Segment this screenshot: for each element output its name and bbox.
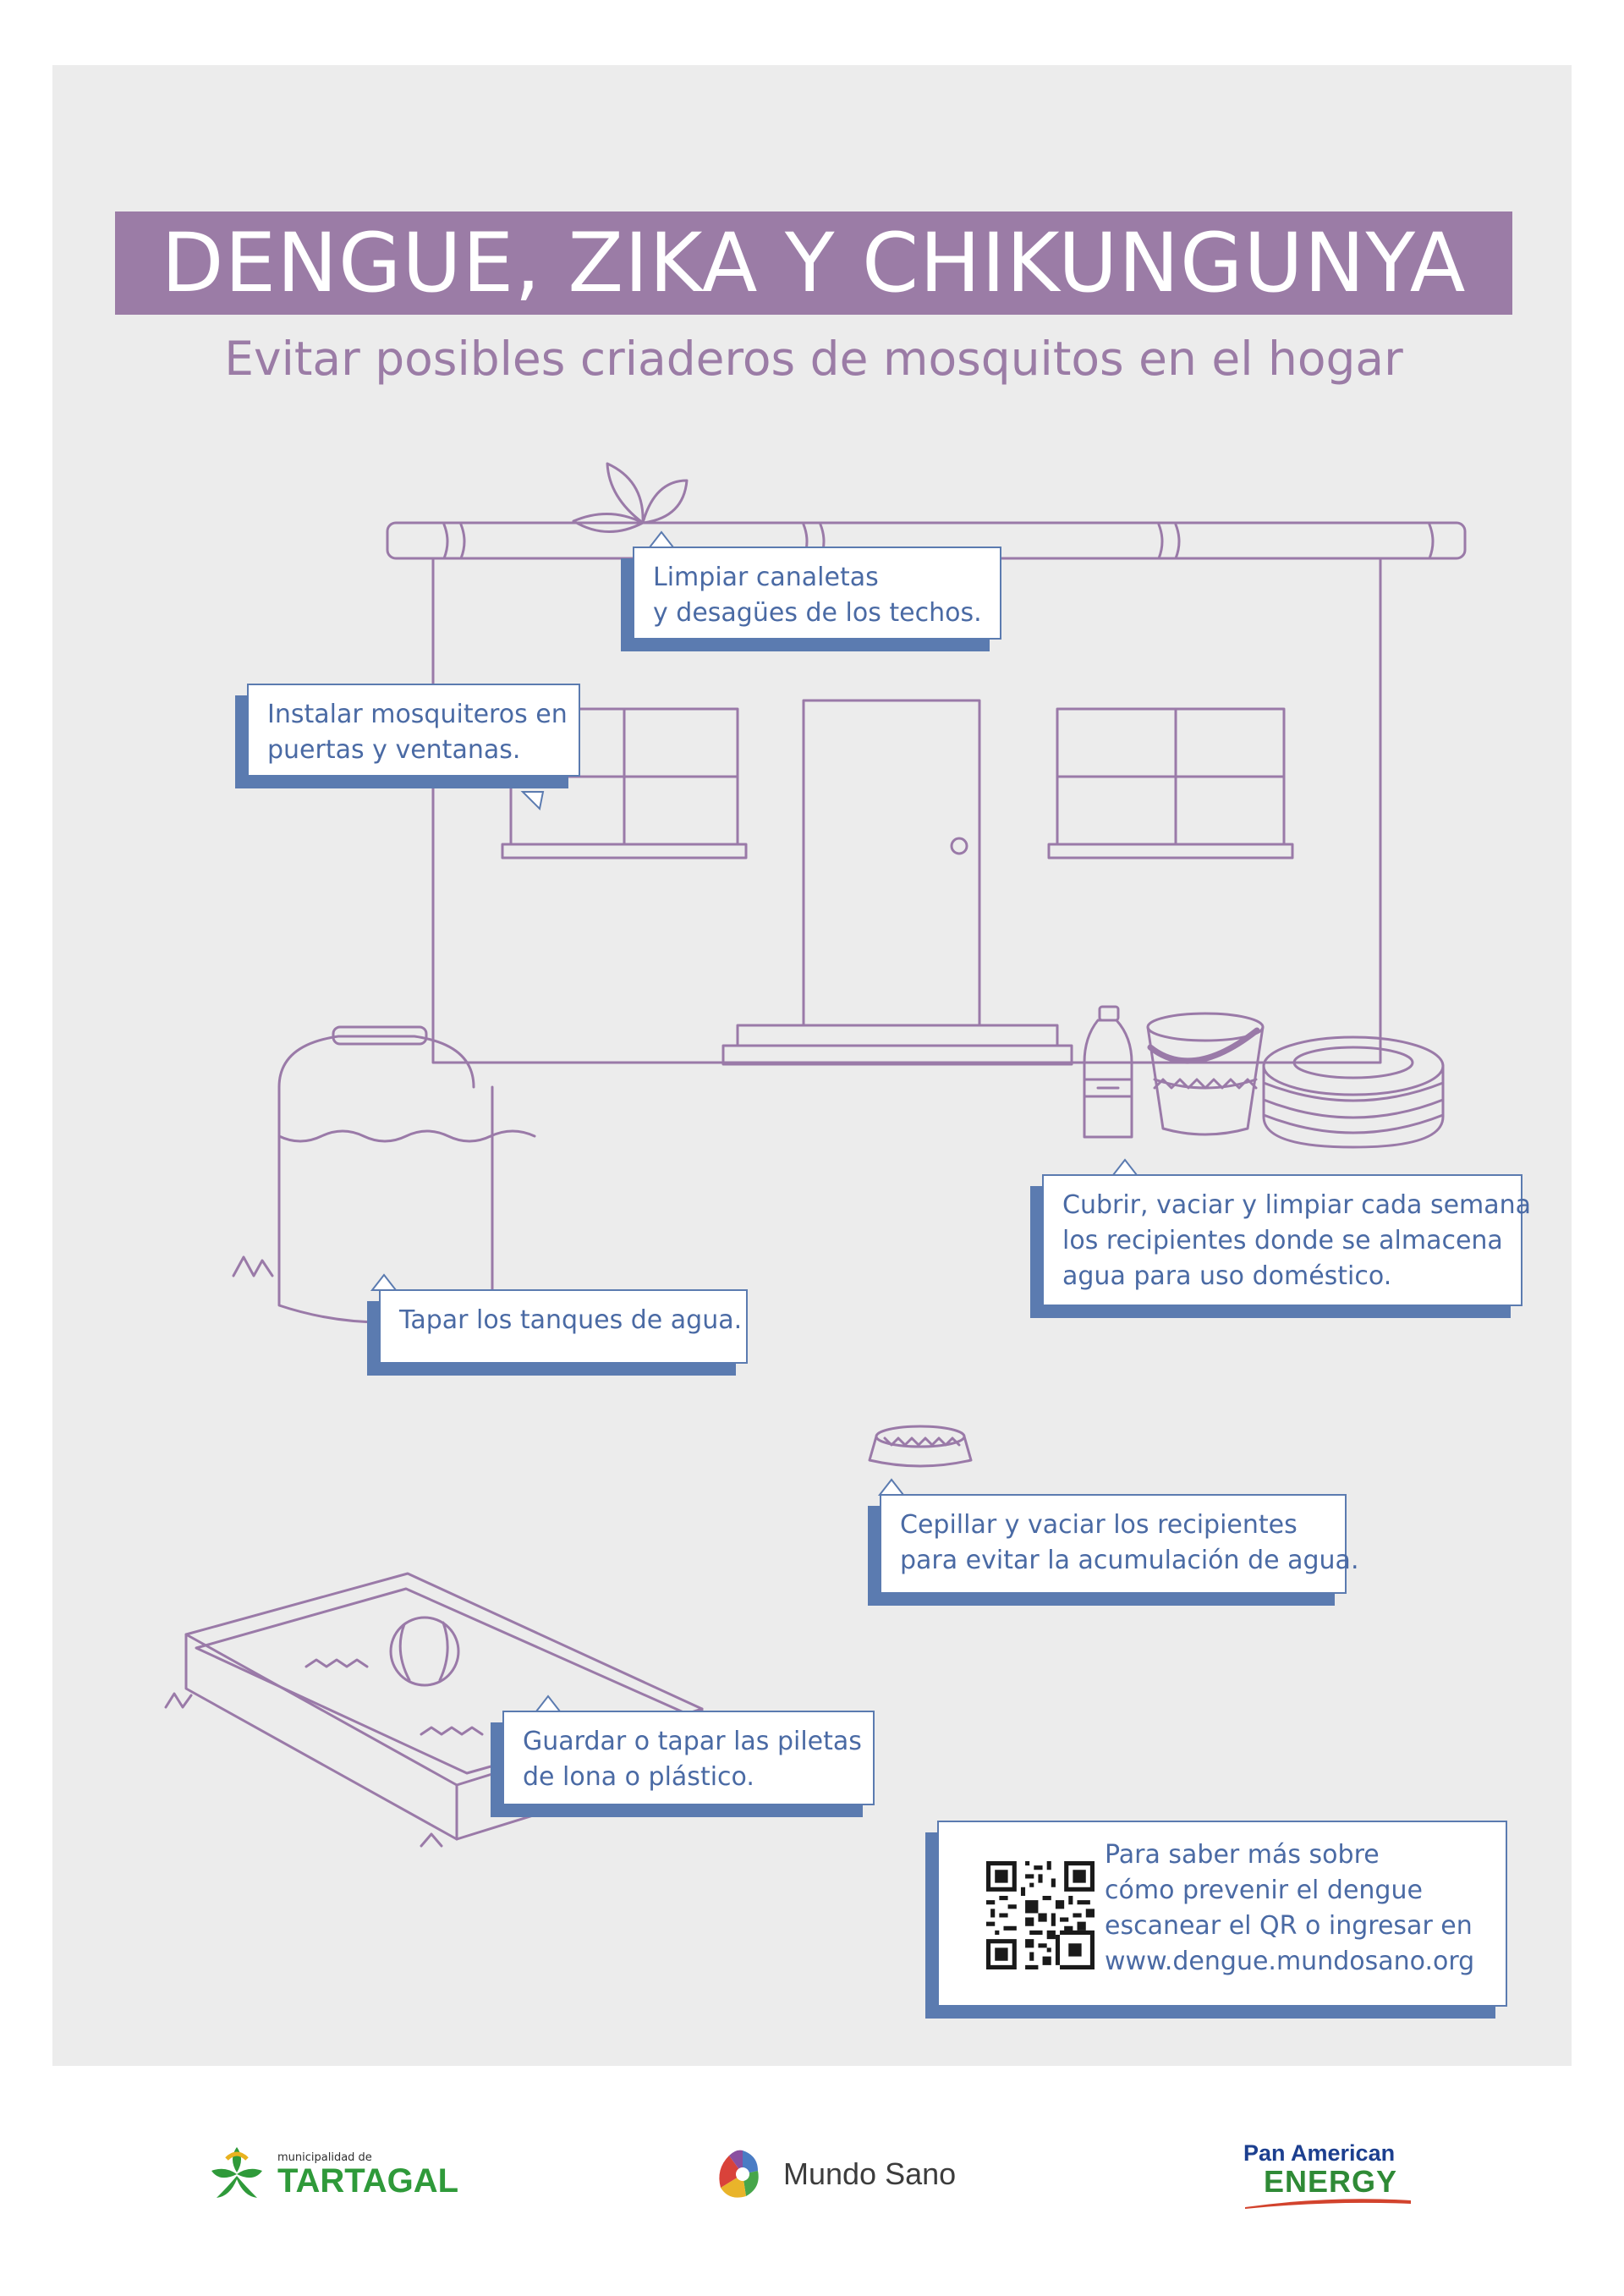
- pet-bowl-icon: [868, 1425, 973, 1468]
- info-line: escanear el QR o ingresar en: [1105, 1911, 1473, 1941]
- bucket-icon: [1146, 1012, 1265, 1136]
- qr-code-icon[interactable]: [986, 1861, 1095, 1969]
- tip-line: para evitar la acumulación de agua.: [900, 1546, 1359, 1575]
- mundo-sano-name: Mundo Sano: [783, 2156, 957, 2191]
- tip-containers: Cubrir, vaciar y limpiar cada semana los…: [1042, 1174, 1532, 1306]
- tip-line: Cepillar y vaciar los recipientes: [900, 1510, 1298, 1540]
- tip-line: Guardar o tapar las piletas: [523, 1727, 862, 1756]
- tip-line: Limpiar canaletas: [653, 563, 879, 592]
- tartagal-name: TARTAGAL: [277, 2161, 459, 2200]
- info-url-link[interactable]: www.dengue.mundosano.org: [1105, 1947, 1475, 1976]
- info-line: cómo prevenir el dengue: [1105, 1876, 1423, 1905]
- ball-icon: [389, 1616, 460, 1687]
- tip-pools: Guardar o tapar las piletas de lona o pl…: [502, 1711, 875, 1805]
- title-banner: DENGUE, ZIKA Y CHIKUNGUNYA: [115, 211, 1512, 315]
- mundo-sano-logo: Mundo Sano: [712, 2132, 956, 2216]
- house-icon: [386, 521, 1467, 1066]
- tip-line: agua para uso doméstico.: [1062, 1261, 1392, 1291]
- plant-icon: [572, 462, 689, 533]
- tip-line: Tapar los tanques de agua.: [399, 1305, 743, 1335]
- tip-line: Instalar mosquiteros en: [267, 700, 568, 729]
- tip-tanks: Tapar los tanques de agua.: [379, 1289, 748, 1364]
- tartagal-caption: municipalidad de: [277, 2150, 372, 2164]
- tip-line: los recipientes donde se almacena: [1062, 1226, 1503, 1255]
- page-title: DENGUE, ZIKA Y CHIKUNGUNYA: [161, 216, 1467, 310]
- tip-line: puertas y ventanas.: [267, 735, 521, 765]
- tip-line: Cubrir, vaciar y limpiar cada semana: [1062, 1190, 1532, 1220]
- pae-line-1: Pan American: [1243, 2139, 1396, 2166]
- tip-screens: Instalar mosquiteros en puertas y ventan…: [247, 684, 580, 777]
- bottle-icon: [1083, 1005, 1133, 1139]
- tartagal-leaf-icon: [211, 2147, 262, 2198]
- tip-bowls: Cepillar y vaciar los recipientes para e…: [880, 1494, 1359, 1594]
- pae-line-2: ENERGY: [1264, 2163, 1398, 2199]
- tires-icon: [1262, 1035, 1445, 1149]
- pae-swoosh-icon: [1245, 2198, 1411, 2209]
- pan-american-energy-logo: Pan American ENERGY: [1243, 2132, 1413, 2216]
- tip-line: y desagües de los techos.: [653, 598, 982, 628]
- tip-gutters: Limpiar canaletas y desagües de los tech…: [633, 547, 1001, 640]
- tartagal-logo: municipalidad de TARTAGAL: [205, 2132, 458, 2216]
- page-subtitle: Evitar posibles criaderos de mosquitos e…: [224, 332, 1403, 386]
- tip-line: de lona o plástico.: [523, 1762, 754, 1792]
- info-box: Para saber más sobre cómo prevenir el de…: [937, 1821, 1507, 2007]
- info-line: Para saber más sobre: [1105, 1840, 1380, 1870]
- mundo-sano-hands-icon: [719, 2150, 759, 2198]
